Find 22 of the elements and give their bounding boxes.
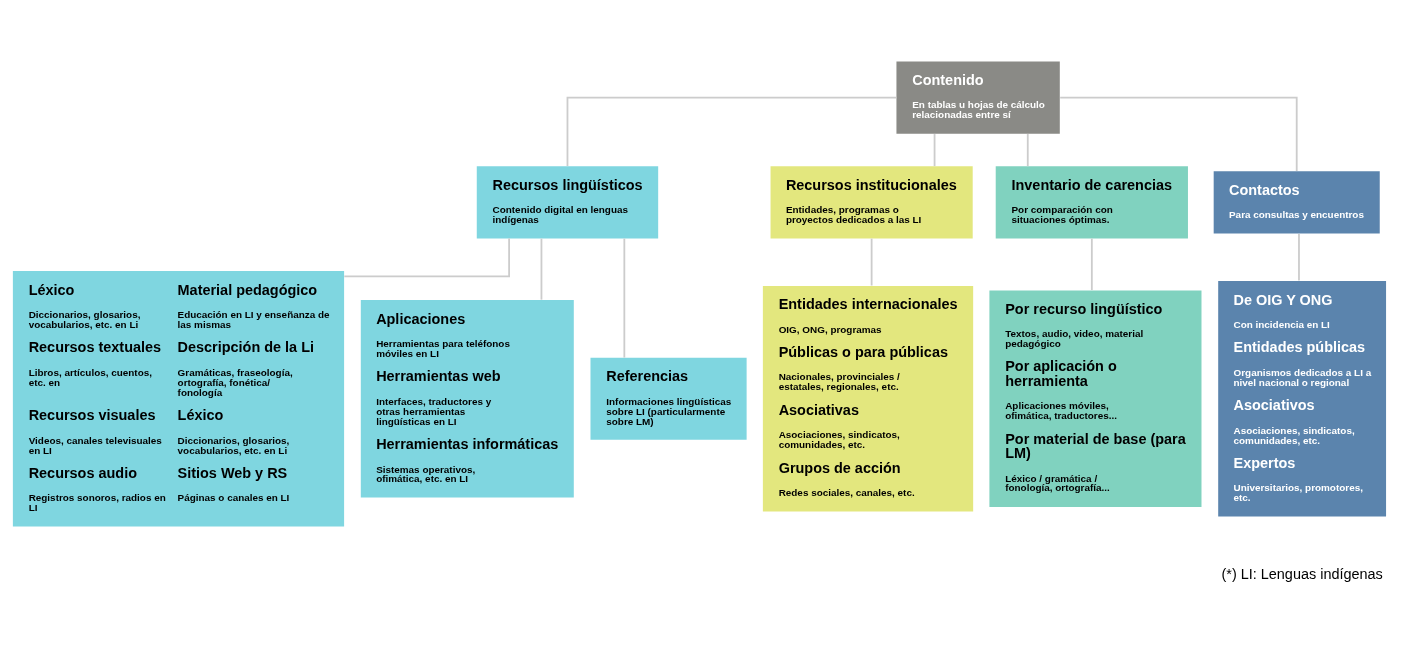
connector (343, 237, 510, 277)
connector (540, 237, 543, 301)
connector (566, 96, 898, 167)
label: (*) LI: Lenguas indígenas (1221, 565, 1383, 582)
node-box: Contenido En tablas u hojas de cálculo relacionadas entre sí (896, 61, 1060, 134)
connector (623, 237, 626, 358)
connector (1059, 96, 1298, 172)
connector (933, 132, 936, 167)
node-box: Contactos Para consultas y encuentros (1213, 170, 1380, 234)
node-box: Por recurso lingüístico Textos, audio, video, material pedagógico Por aplicación o herramienta Aplicaciones móviles, ofimática, traductores... Por material de base (para LM) Léxico / gramática / fonología, ortografía... (989, 289, 1202, 507)
connector (870, 237, 873, 286)
node-box: Referencias Informaciones lingüísticas sobre LI (particularmente sobre LM) (590, 357, 747, 440)
connector (1026, 132, 1029, 167)
node-box: Léxico Diccionarios, glosarios, vocabularios, etc. en Li Material pedagógico Educación en LI y enseñanza de las mismas Recursos textuales Libros, artículos, cuentos, etc. en Descripción de la Li Gramáticas, fraseología, ortografía, fonética/ fonología Recursos visuales Videos, canales televisuales en LI Léxico Diccionarios, glosarios, vocabularios, etc. en Li Recursos audio Registros sonoros, radios en LI Sitios Web y RS Páginas o canales en LI (12, 270, 345, 526)
node-box: Aplicaciones Herramientas para teléfonos móviles en LI Herramientas web Interfaces, traductores y otras herramientas lingüísticas en LI Herramientas informáticas Sistemas operativos, ofimática, etc. en LI (360, 299, 574, 498)
node-box: De OIG Y ONG Con incidencia en LI Entidades públicas Organismos dedicados a LI a nivel nacional o regional Asociativos Asociaciones, sindicatos, comunidades, etc. Expertos Universitarios, promotores, etc. (1218, 280, 1387, 516)
connector (1298, 232, 1300, 281)
node-box: Recursos lingüísticos Contenido digital en lenguas indígenas (476, 165, 659, 238)
node-box: Recursos institucionales Entidades, programas o proyectos dedicados a las LI (770, 165, 973, 238)
node-box: Entidades internacionales OIG, ONG, programas Públicas o para públicas Nacionales, provinciales / estatales, regionales, etc. Asociativas Asociaciones, sindicatos, comunidades, etc. Grupos de acción Redes sociales, canales, etc. (762, 285, 974, 511)
connector (1090, 237, 1093, 291)
node-box: Inventario de carencias Por comparación con situaciones óptimas. (995, 165, 1188, 238)
